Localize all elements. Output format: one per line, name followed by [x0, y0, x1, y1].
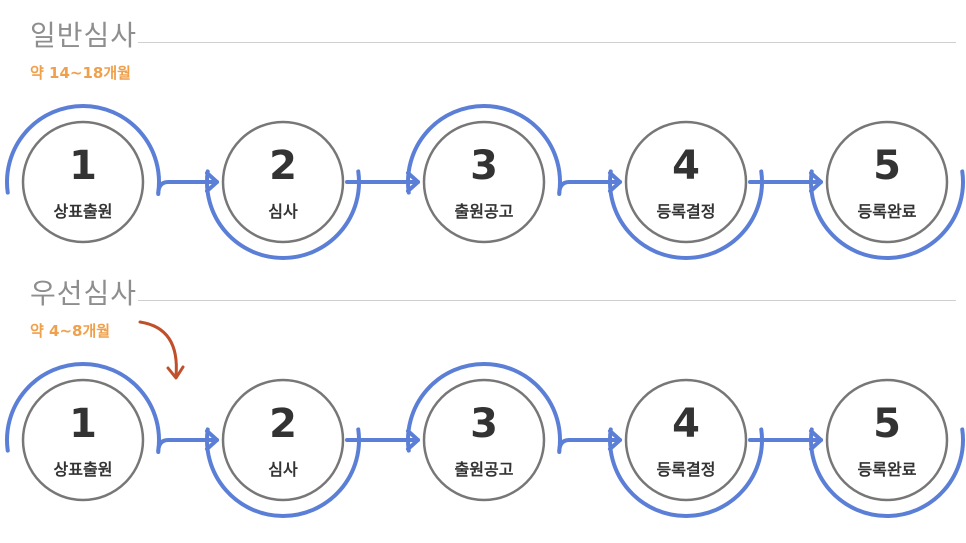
step-circle: [825, 120, 949, 244]
step-number: 4: [672, 401, 700, 447]
section-divider: [138, 42, 956, 43]
step-label: 심사: [268, 460, 298, 479]
step-label: 상표출원: [53, 460, 113, 479]
step-label: 등록결정: [656, 202, 716, 221]
section-duration: 약 4~8개월: [30, 322, 111, 340]
connector-arrowhead: [809, 171, 823, 193]
section-general-review: 일반심사 약 14~18개월 1 상표출원 2 심사 3 출원공고 4 등록결정 5 등록완료: [0, 14, 966, 284]
step-label: 상표출원: [53, 202, 113, 221]
connector-line: [156, 180, 219, 196]
step-circle: [21, 120, 145, 244]
section-divider: [138, 300, 956, 301]
connector-line: [557, 438, 622, 454]
step-circle: [422, 378, 546, 502]
step-number: 3: [470, 143, 498, 189]
section-title: 우선심사: [30, 277, 138, 310]
connector-line: [557, 180, 622, 196]
step-label: 심사: [268, 202, 298, 221]
step-number: 4: [672, 143, 700, 189]
step-number: 1: [69, 143, 97, 189]
step-number: 2: [269, 143, 297, 189]
process-flow: [5, 320, 965, 519]
step-number: 2: [269, 401, 297, 447]
step-label: 등록완료: [857, 202, 917, 221]
step-label: 등록결정: [656, 460, 716, 479]
connector-arrowhead: [608, 171, 622, 193]
step-number: 5: [873, 401, 901, 447]
step-arc: [608, 427, 764, 519]
step-circle: [221, 378, 345, 502]
step-circle: [221, 120, 345, 244]
step-circle: [21, 378, 145, 502]
step-number: 1: [69, 401, 97, 447]
connector-arrowhead: [205, 429, 219, 451]
step-label: 등록완료: [857, 460, 917, 479]
process-flow: [5, 103, 965, 261]
section-duration: 약 14~18개월: [30, 64, 131, 82]
step-arc: [608, 169, 764, 261]
connector-arrowhead: [608, 429, 622, 451]
connector-arrowhead: [406, 429, 420, 451]
step-arc: [406, 361, 562, 453]
step-number: 5: [873, 143, 901, 189]
section-title: 일반심사: [30, 19, 138, 52]
connector-arrowhead: [809, 429, 823, 451]
step-circle: [624, 120, 748, 244]
step-circle: [422, 120, 546, 244]
step-arc: [5, 104, 161, 195]
step-label: 출원공고: [454, 460, 514, 479]
step-arc: [406, 103, 562, 195]
step-arc: [809, 427, 965, 519]
step-arc: [205, 169, 361, 261]
step-circle: [825, 378, 949, 502]
connector-arrowhead: [406, 171, 420, 193]
connector-line: [156, 438, 219, 454]
step-arc: [809, 169, 965, 261]
section-priority-review: 우선심사 약 4~8개월 1 상표출원 2 심사 3 출원공고 4 등록결정 5 등록완료: [0, 272, 966, 542]
step-arc: [5, 362, 161, 453]
step-number: 3: [470, 401, 498, 447]
connector-arrowhead: [205, 171, 219, 193]
hint-arrow: [138, 320, 178, 378]
step-circle: [624, 378, 748, 502]
step-arc: [205, 427, 361, 519]
hint-arrowhead: [166, 365, 185, 380]
step-label: 출원공고: [454, 202, 514, 221]
